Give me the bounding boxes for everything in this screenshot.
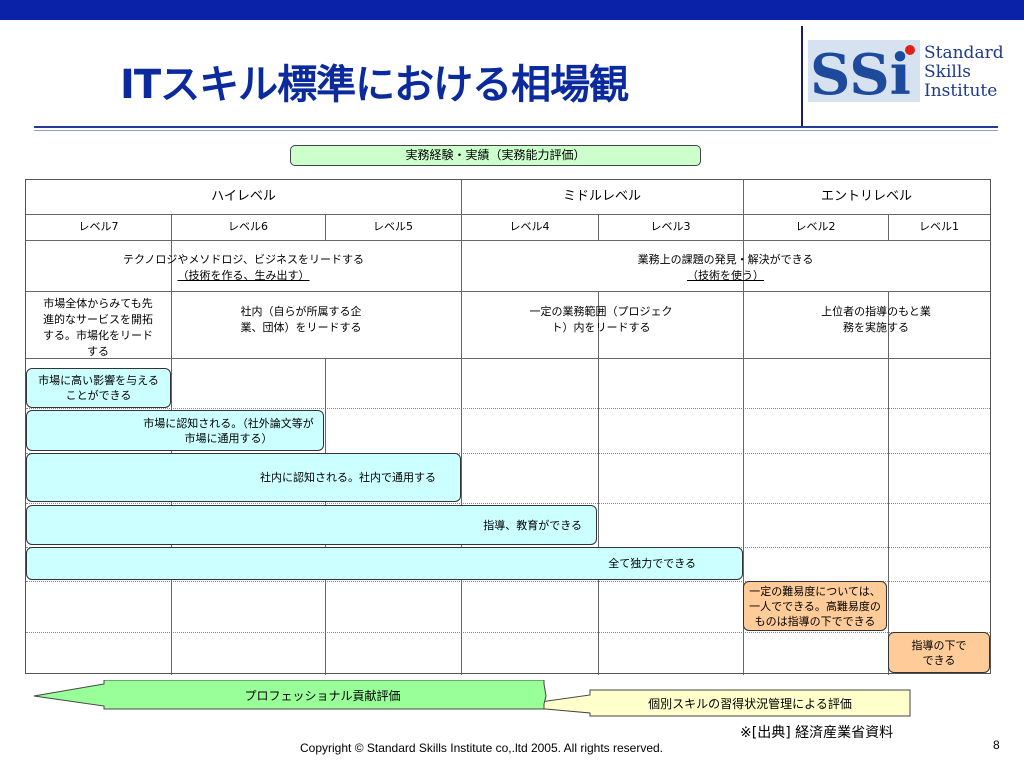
level-6-header: レベル6 bbox=[228, 220, 268, 233]
logo-divider bbox=[801, 26, 803, 126]
experience-label: 実務経験・実績（実務能力評価） bbox=[290, 145, 701, 166]
level-4-3-description: 一定の業務範囲（プロジェクト）内をリードする bbox=[529, 305, 673, 334]
achievement-fully-independent: 全て独力でできる bbox=[26, 547, 743, 580]
logo-line-standard: Standard bbox=[924, 43, 1004, 63]
logo-line-skills: Skills bbox=[924, 62, 971, 82]
ssi-logo-icon: SSi bbox=[808, 40, 920, 102]
achievement-market-impact: 市場に高い影響を与えることができる bbox=[26, 368, 171, 408]
individual-evaluation-label: 個別スキルの習得状況管理による評価 bbox=[648, 697, 852, 711]
entry-lead-line1: 業務上の課題の発見・解決ができる bbox=[637, 253, 814, 266]
achievement-partially-independent: 一定の難易度については、一人でできる。高難易度のものは指導の下でできる bbox=[743, 581, 887, 631]
individual-evaluation-arrow bbox=[511, 689, 911, 717]
level-2-header: レベル2 bbox=[795, 220, 836, 233]
level-7-header: レベル7 bbox=[78, 220, 119, 233]
logo-text: Standard Skills Institute bbox=[924, 44, 1004, 101]
high-lead: テクノロジやメソドロジ、ビジネスをリードする （技術を作る、生み出す） bbox=[26, 252, 461, 284]
page-title: ITスキル標準における相場観 bbox=[120, 62, 629, 108]
logo-mark-text: SSi bbox=[810, 42, 911, 102]
logo-line-institute: Institute bbox=[924, 81, 998, 101]
professional-evaluation-arrow bbox=[33, 680, 547, 710]
entry-lead-line2: （技術を使う） bbox=[687, 269, 764, 282]
header-rule bbox=[34, 126, 998, 128]
page-number: 8 bbox=[993, 738, 1000, 752]
header-rule-thin bbox=[34, 130, 998, 131]
achievement-market-recognized: 市場に認知される。（社外論文等が市場に通用する） bbox=[26, 410, 324, 451]
level-6-5-description: 社内（自らが所属する企業、団体）をリードする bbox=[240, 305, 362, 334]
level-grid: ハイレベル ミドルレベル エントリレベル レベル7 レベル6 レベル5 レベル4… bbox=[25, 179, 991, 675]
achievement-can-teach: 指導、教育ができる bbox=[26, 505, 597, 545]
high-lead-line2: （技術を作る、生み出す） bbox=[177, 269, 310, 282]
level-4-header: レベル4 bbox=[509, 220, 550, 233]
group-entry: エントリレベル bbox=[820, 189, 912, 204]
source-note: ※[出典] 経済産業省資料 bbox=[740, 725, 894, 741]
top-banner bbox=[0, 0, 1024, 20]
entry-lead: 業務上の課題の発見・解決ができる （技術を使う） bbox=[461, 252, 990, 284]
high-lead-line1: テクノロジやメソドロジ、ビジネスをリードする bbox=[122, 253, 364, 266]
evaluation-arrows bbox=[33, 680, 911, 717]
professional-evaluation-label: プロフェッショナル貢献評価 bbox=[244, 689, 401, 703]
level-2-1-description: 上位者の指導のもと業務を実施する bbox=[821, 305, 931, 334]
group-high: ハイレベル bbox=[211, 189, 276, 204]
level-3-header: レベル3 bbox=[650, 220, 691, 233]
copyright: Copyright © Standard Skills Institute co… bbox=[300, 741, 664, 755]
level-1-header: レベル1 bbox=[919, 220, 959, 233]
level-5-header: レベル5 bbox=[373, 220, 413, 233]
achievement-under-guidance: 指導の下でできる bbox=[888, 632, 990, 673]
achievement-company-recognized: 社内に認知される。社内で通用する bbox=[26, 453, 461, 502]
group-middle: ミドルレベル bbox=[562, 189, 641, 204]
level-7-description: 市場全体からみても先進的なサービスを開拓する。市場化をリードする bbox=[43, 297, 153, 358]
